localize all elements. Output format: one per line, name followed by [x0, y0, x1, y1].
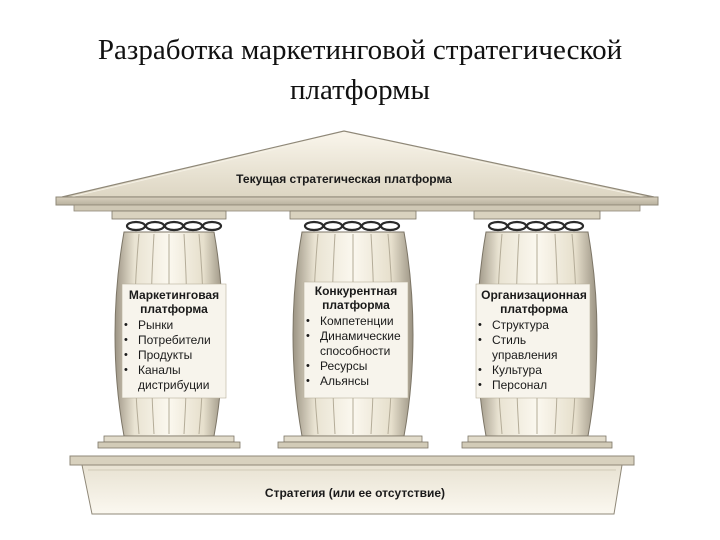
- pillar-3-item: Структура: [478, 318, 588, 333]
- pillar-2-item: Ресурсы: [306, 359, 410, 374]
- pillar-1-title: Маркетинговая платформа: [128, 288, 220, 316]
- roof: [55, 130, 659, 212]
- pillar-3-title: Организационная платформа: [481, 288, 587, 316]
- title-line-1: Разработка маркетинговой стратегической: [97, 34, 623, 66]
- pillar-1-list: Рынки Потребители Продукты Каналы дистри…: [124, 318, 224, 393]
- slide-title: Разработка маркетинговой стратегической …: [0, 30, 720, 110]
- pillar-2-item: Компетенции: [306, 314, 410, 329]
- pillar-2-title: Конкурентная платформа: [314, 284, 398, 312]
- pillar-3-list: Структура Стиль управления Культура Перс…: [478, 318, 588, 393]
- pillar-1-item: Потребители: [124, 333, 224, 348]
- pillar-1-item: Рынки: [124, 318, 224, 333]
- pillar-1-item: Каналы дистрибуции: [124, 363, 224, 393]
- base-steps: [69, 455, 635, 515]
- roof-label: Текущая стратегическая платформа: [236, 172, 452, 186]
- pillar-2-item: Динамические способности: [306, 329, 410, 359]
- title-line-2: платформы: [290, 74, 430, 106]
- pillar-3-item: Культура: [478, 363, 588, 378]
- pillar-3-item: Стиль управления: [478, 333, 588, 363]
- pillar-3-item: Персонал: [478, 378, 588, 393]
- pillar-1-item: Продукты: [124, 348, 224, 363]
- base-label: Стратегия (или ее отсутствие): [264, 486, 446, 500]
- pillar-2-item: Альянсы: [306, 374, 410, 389]
- pillar-2-list: Компетенции Динамические способности Рес…: [306, 314, 410, 389]
